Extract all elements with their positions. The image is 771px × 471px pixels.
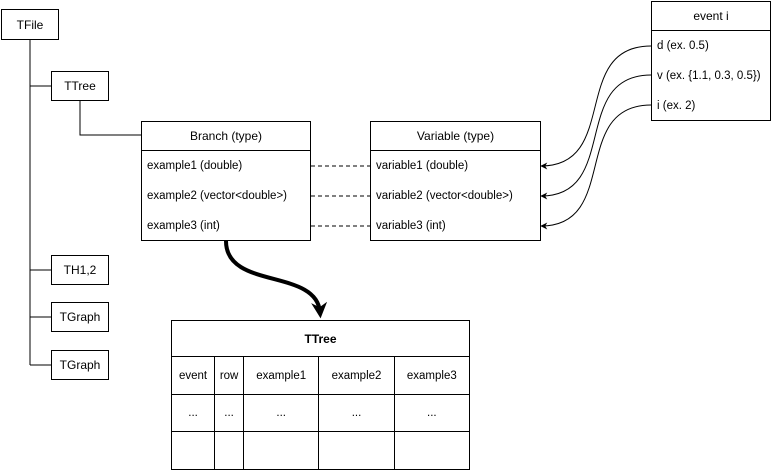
column-header: row: [214, 356, 245, 395]
table-cell: [214, 431, 245, 470]
column-header: event: [170, 356, 216, 395]
tgraph-label: TGraph: [59, 358, 101, 372]
table-cell: [170, 431, 216, 470]
tfile-label: TFile: [16, 17, 44, 32]
mapping-dashed-lines: [311, 165, 370, 227]
table-cell: ...: [214, 393, 245, 433]
ttree-table: TTree event row example1 example2 exampl…: [170, 319, 471, 470]
variable-item: variable1 (double): [376, 160, 469, 172]
th12-label: TH1,2: [63, 263, 97, 277]
tfile-node: TFile: [1, 9, 59, 40]
table-title: TTree: [171, 319, 470, 358]
event-item: v (ex. {1.1, 0.3, 0.5}): [657, 70, 761, 82]
branch-panel: Branch (type) example1 (double) example2…: [141, 121, 311, 241]
event-item: d (ex. 0.5): [657, 40, 709, 52]
tgraph-node-2: TGraph: [51, 350, 109, 380]
table-row: ... ... ... ... ...: [170, 393, 471, 433]
event-panel: event i d (ex. 0.5) v (ex. {1.1, 0.3, 0.…: [651, 1, 771, 121]
branch-to-table-arrow: [224, 240, 328, 319]
table-cell: [318, 431, 395, 470]
table-cell: ...: [243, 393, 320, 433]
branch-item: example2 (vector<double>): [147, 190, 287, 202]
table-cell: ...: [170, 393, 216, 433]
table-cell: ...: [393, 393, 471, 433]
tgraph-label: TGraph: [59, 310, 101, 324]
table-cell: ...: [318, 393, 395, 433]
th12-node: TH1,2: [51, 255, 109, 285]
variable-item: variable3 (int): [376, 220, 446, 232]
column-header: example1: [243, 356, 320, 395]
column-header: example3: [393, 356, 471, 395]
event-title: event i: [652, 2, 770, 31]
table-row: [170, 431, 471, 470]
variable-panel: Variable (type) variable1 (double) varia…: [370, 121, 541, 241]
ttree-label: TTree: [64, 79, 96, 93]
table-header-row: event row example1 example2 example3: [170, 356, 471, 395]
branch-item: example1 (double): [147, 160, 243, 172]
table-cell: [393, 431, 471, 470]
column-header: example2: [318, 356, 395, 395]
variable-title: Variable (type): [371, 122, 540, 151]
event-arrows: [540, 45, 652, 230]
tgraph-node-1: TGraph: [51, 302, 109, 332]
ttree-node: TTree: [51, 71, 109, 101]
variable-item: variable2 (vector<double>): [376, 190, 513, 202]
table-cell: [243, 431, 320, 470]
branch-item: example3 (int): [147, 220, 220, 232]
branch-title: Branch (type): [142, 122, 310, 151]
hierarchy-lines: [29, 40, 141, 366]
event-item: i (ex. 2): [657, 100, 696, 112]
